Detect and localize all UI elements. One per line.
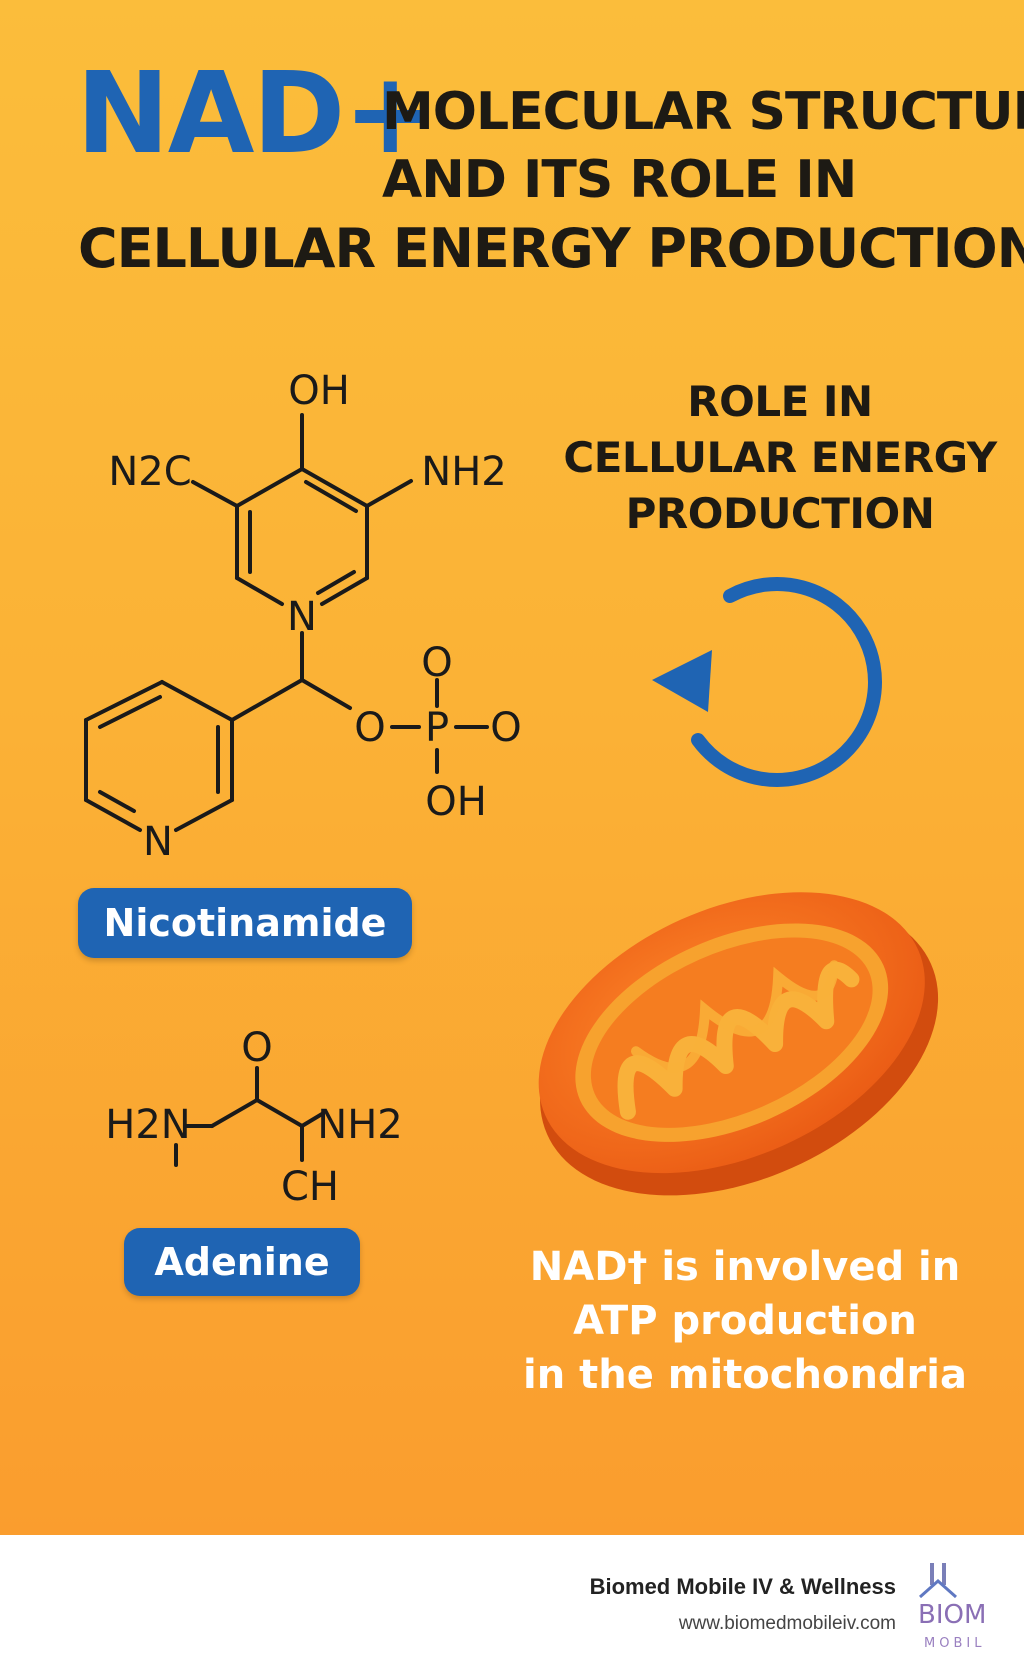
adenine-h2n-label: H2N [105,1102,190,1148]
upper-ring-structure [191,413,413,722]
caption-line-2: ATP production [573,1298,917,1344]
caption-line-1: NAD† is involved in [529,1244,961,1290]
mitochondria-icon [538,892,939,1196]
cycle-arrow-icon [652,577,882,787]
phosphate-o-top-label: O [421,640,452,686]
ring-n-label: N [287,594,317,640]
website-link[interactable]: www.biomedmobileiv.com [678,1613,896,1634]
logo-icon: BIOM MOBIL [918,1563,986,1651]
footer: Biomed Mobile IV & Wellness www.biomedmo… [0,1535,1024,1666]
adenine-label: Adenine [124,1228,360,1296]
phosphate-o-left-label: O [354,705,385,751]
oh-top-label: OH [288,368,350,414]
phosphate-oh-label: OH [425,779,487,825]
role-heading-line-3: PRODUCTION [625,489,935,538]
mitochondria-caption: NAD† is involved in ATP production in th… [510,1240,980,1402]
company-name: Biomed Mobile IV & Wellness [589,1574,896,1599]
role-heading: ROLE IN CELLULAR ENERGY PRODUCTION [560,374,1000,542]
adenine-o-label: O [241,1025,272,1071]
nicotinamide-label: Nicotinamide [78,888,412,958]
title-line-2: AND ITS ROLE IN [382,150,857,210]
role-heading-line-1: ROLE IN [687,377,873,426]
title-nad: NAD+ [76,49,437,179]
logo-text-bottom: MOBIL [924,1636,985,1651]
lower-ring-n-label: N [143,819,173,865]
role-heading-line-2: CELLULAR ENERGY [563,433,997,482]
adenine-structure [174,1066,324,1167]
n2c-label: N2C [108,449,191,495]
title-line-3: CELLULAR ENERGY PRODUCTION [78,217,1024,280]
phosphate-structure [390,678,489,774]
adenine-nh2-label: NH2 [317,1102,402,1148]
caption-line-3: in the mitochondria [523,1352,967,1398]
phosphate-o-right-label: O [490,705,521,751]
lower-ring-structure [84,680,234,832]
phosphate-p-label: P [425,705,449,751]
logo-text-top: BIOM [918,1600,986,1630]
diagram-svg: OH N2C NH2 N N O O P O OH O H2N NH2 CH [84,368,939,1210]
title-line-1: MOLECULAR STRUCTURE [382,82,1024,142]
adenine-ch-label: CH [281,1164,339,1210]
nh2-top-label: NH2 [421,449,506,495]
